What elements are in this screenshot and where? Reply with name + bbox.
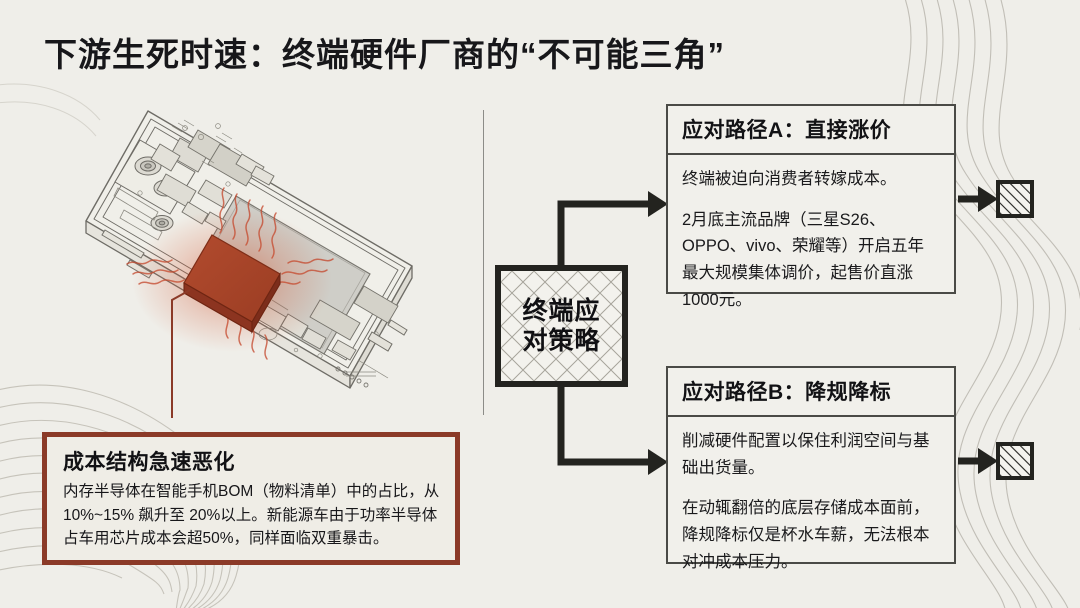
path-a-header: 应对路径A：直接涨价 [668,106,954,155]
path-b-outcome-icon [996,442,1034,480]
center-strategy-node: 终端应 对策略 [495,265,628,387]
path-b-header: 应对路径B：降规降标 [668,368,954,417]
path-b-paragraph-2: 在动辄翻倍的底层存储成本面前，降规降标仅是杯水车薪，无法根本对冲成本压力。 [682,499,930,571]
arrowhead-to-path-b [648,449,668,475]
path-b-paragraph-1: 削减硬件配置以保住利润空间与基础出货量。 [682,432,930,477]
phone-illustration [20,88,490,418]
page-title: 下游生死时速：终端硬件厂商的“不可能三角” [44,36,725,73]
path-a-body: 终端被迫向消费者转嫁成本。 2月底主流品牌（三星S26、OPPO、vivo、荣耀… [668,155,954,326]
path-a-outcome-icon [996,180,1034,218]
arrowhead-a-terminal [978,186,998,212]
cost-structure-callout: 成本结构急速恶化 内存半导体在智能手机BOM（物料清单）中的占比，从10%~15… [42,432,460,565]
path-a-paragraph-2: 2月底主流品牌（三星S26、OPPO、vivo、荣耀等）开启五年最大规模集体调价… [682,210,925,309]
center-strategy-label: 终端应 对策略 [522,296,601,356]
section-divider [483,110,484,415]
path-b-body: 削减硬件配置以保住利润空间与基础出货量。 在动辄翻倍的底层存储成本面前，降规降标… [668,417,954,588]
connector-to-path-b [557,384,650,466]
path-a-paragraph-1: 终端被迫向消费者转嫁成本。 [682,170,897,188]
path-b-card: 应对路径B：降规降标 削减硬件配置以保住利润空间与基础出货量。 在动辄翻倍的底层… [666,366,956,571]
callout-title: 成本结构急速恶化 [63,451,235,474]
path-a-card: 应对路径A：直接涨价 终端被迫向消费者转嫁成本。 2月底主流品牌（三星S26、O… [666,104,956,309]
callout-text: 内存半导体在智能手机BOM（物料清单）中的占比，从10%~15% 飙升至 20%… [63,483,440,548]
arrowhead-b-terminal [978,448,998,474]
diamond-hatch-pattern-icon [501,271,622,381]
arrowhead-to-path-a [648,191,668,217]
connector-to-path-a [557,200,650,268]
